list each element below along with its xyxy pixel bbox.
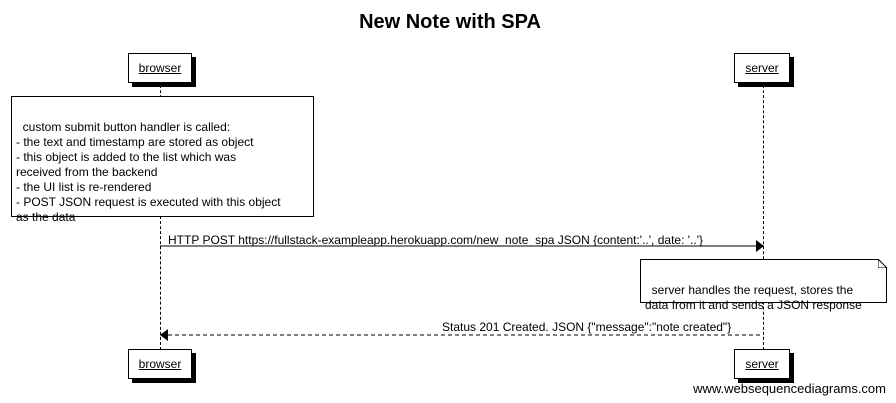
server-participant-bottom: server	[734, 349, 790, 379]
response-label: Status 201 Created. JSON {"message":"not…	[442, 320, 732, 334]
browser-participant-top: browser	[128, 53, 192, 83]
post-request-label: HTTP POST https://fullstack-exampleapp.h…	[168, 233, 704, 247]
browser-participant-bottom: browser	[128, 349, 192, 379]
server-note: server handles the request, stores the d…	[640, 259, 887, 312]
server-lifeline	[763, 80, 764, 350]
diagram-title: New Note with SPA	[359, 11, 541, 33]
browser-note-text: custom submit button handler is called: …	[16, 120, 281, 224]
post-request-arrow	[160, 240, 764, 252]
watermark-text: www.websequencediagrams.com	[693, 381, 886, 396]
server-note-text: server handles the request, stores the d…	[645, 283, 862, 312]
server-participant-top: server	[734, 53, 790, 83]
browser-note: custom submit button handler is called: …	[11, 96, 314, 224]
response-arrow	[160, 329, 763, 341]
note-fold-corner	[878, 259, 887, 268]
